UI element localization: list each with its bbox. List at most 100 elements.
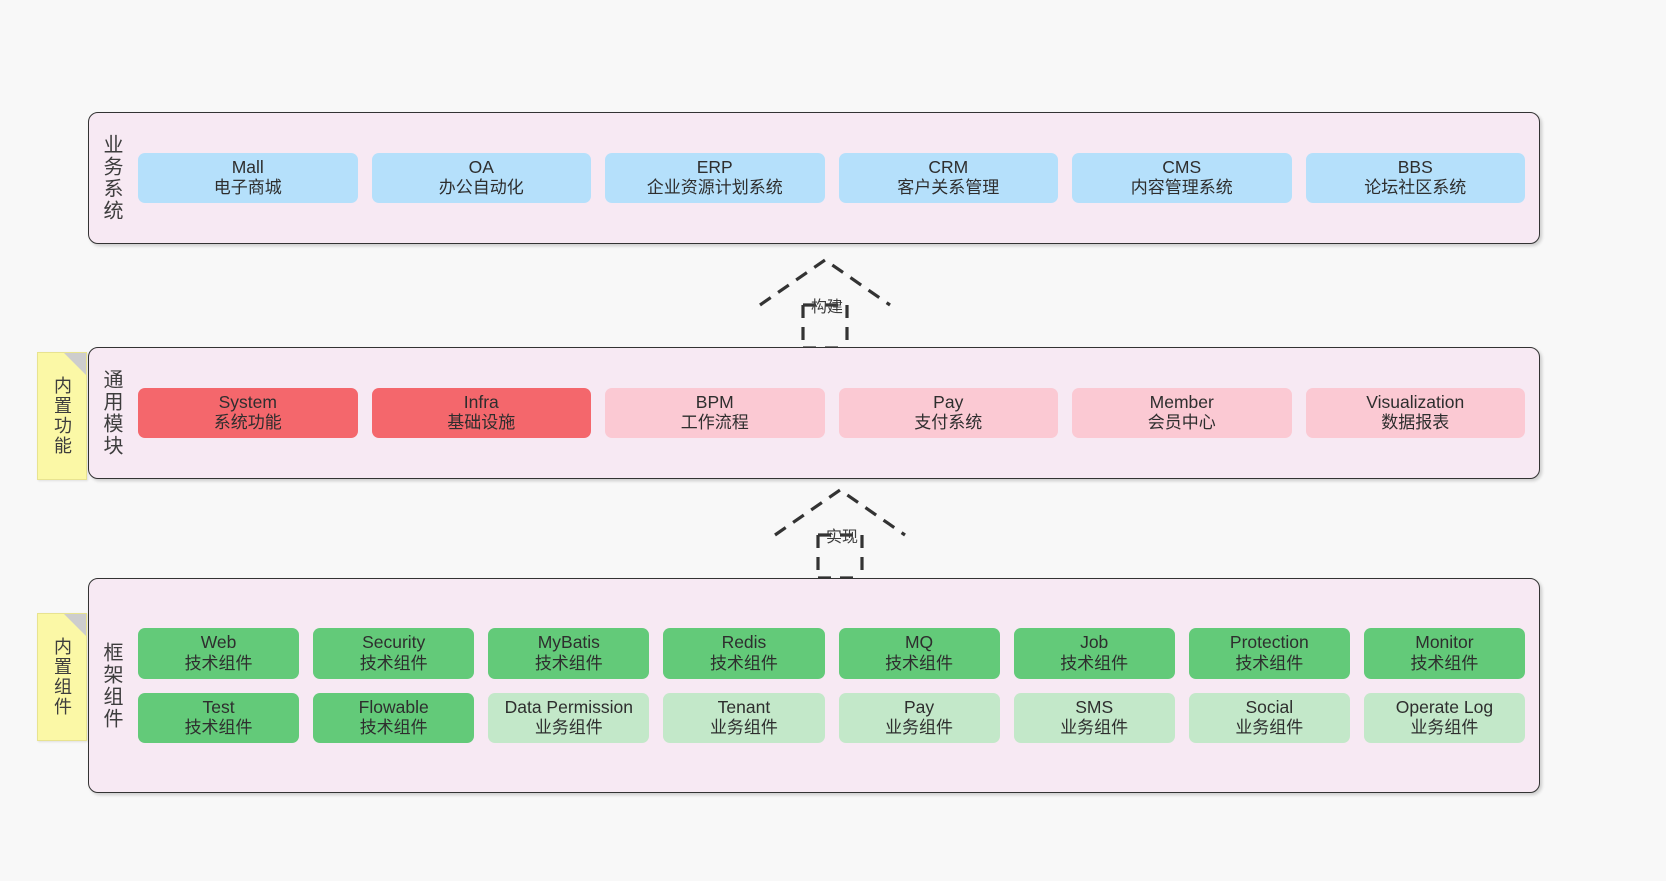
folded-corner-icon: [64, 614, 86, 636]
card-title-cn: 技术组件: [885, 653, 954, 673]
generalization-arrow-icon: [759, 258, 891, 350]
card-oa[interactable]: OA 办公自动化: [371, 152, 591, 204]
card-title-en: Tenant: [717, 696, 771, 717]
card-title-cn: 内容管理系统: [1130, 178, 1233, 198]
card-title-cn: 技术组件: [1060, 653, 1129, 673]
note-text: 内置功能: [52, 376, 72, 456]
card-title-cn: 技术组件: [184, 653, 253, 673]
card-test[interactable]: Test 技术组件: [138, 692, 300, 743]
card-job[interactable]: Job 技术组件: [1013, 628, 1175, 679]
card-system[interactable]: System 系统功能: [138, 387, 358, 439]
card-title-en: OA: [468, 156, 494, 177]
card-title-en: System: [218, 391, 277, 412]
card-title-cn: 支付系统: [914, 413, 983, 433]
card-title-en: Social: [1245, 696, 1294, 717]
card-pay-component[interactable]: Pay 业务组件: [838, 692, 1000, 743]
card-title-cn: 技术组件: [709, 653, 778, 673]
card-title-en: Protection: [1229, 632, 1309, 653]
card-crm[interactable]: CRM 客户关系管理: [838, 152, 1058, 204]
note-built-in-components[interactable]: 内置组件: [37, 613, 87, 741]
layer-common-modules[interactable]: 通用模块 System 系统功能 Infra 基础设施 BPM 工作流程 Pay…: [88, 347, 1540, 479]
card-pay-module[interactable]: Pay 支付系统: [838, 387, 1058, 439]
card-title-en: Pay: [933, 391, 964, 412]
card-title-en: Data Permission: [504, 696, 633, 717]
card-title-cn: 业务组件: [1235, 717, 1304, 737]
card-title-en: CRM: [928, 156, 969, 177]
card-tenant[interactable]: Tenant 业务组件: [663, 692, 825, 743]
card-infra[interactable]: Infra 基础设施: [371, 387, 591, 439]
card-operate-log[interactable]: Operate Log 业务组件: [1363, 692, 1525, 743]
card-title-cn: 数据报表: [1381, 413, 1450, 433]
card-title-cn: 技术组件: [184, 717, 253, 737]
card-title-cn: 技术组件: [1410, 653, 1479, 673]
layer-title-framework: 框架组件: [100, 641, 122, 730]
card-redis[interactable]: Redis 技术组件: [663, 628, 825, 679]
card-title-cn: 业务组件: [885, 717, 954, 737]
card-title-en: Web: [200, 632, 237, 653]
card-row: Test 技术组件 Flowable 技术组件 Data Permission …: [138, 692, 1525, 743]
card-title-en: Visualization: [1366, 391, 1465, 412]
card-title-cn: 基础设施: [447, 413, 516, 433]
layer-body-business: Mall 电子商城 OA 办公自动化 ERP 企业资源计划系统 CRM 客户关系…: [132, 113, 1539, 243]
card-title-cn: 工作流程: [680, 413, 749, 433]
card-title-en: Mall: [231, 156, 264, 177]
note-built-in-functions[interactable]: 内置功能: [37, 352, 87, 480]
card-title-en: Job: [1080, 632, 1109, 653]
layer-body-common: System 系统功能 Infra 基础设施 BPM 工作流程 Pay 支付系统…: [132, 348, 1539, 478]
card-erp[interactable]: ERP 企业资源计划系统: [605, 152, 825, 204]
card-title-cn: 业务组件: [534, 717, 603, 737]
card-mybatis[interactable]: MyBatis 技术组件: [488, 628, 650, 679]
layer-body-framework: Web 技术组件 Security 技术组件 MyBatis 技术组件 Redi…: [132, 579, 1539, 792]
card-cms[interactable]: CMS 内容管理系统: [1072, 152, 1292, 204]
card-social[interactable]: Social 业务组件: [1188, 692, 1350, 743]
card-title-cn: 会员中心: [1147, 413, 1216, 433]
card-title-cn: 电子商城: [213, 178, 282, 198]
layer-framework-components[interactable]: 框架组件 Web 技术组件 Security 技术组件 MyBatis 技术组件…: [88, 578, 1540, 793]
card-title-en: Security: [362, 632, 426, 653]
card-flowable[interactable]: Flowable 技术组件: [313, 692, 475, 743]
card-title-cn: 办公自动化: [438, 178, 524, 198]
card-data-permission[interactable]: Data Permission 业务组件: [488, 692, 650, 743]
card-monitor[interactable]: Monitor 技术组件: [1363, 628, 1525, 679]
card-web[interactable]: Web 技术组件: [138, 628, 300, 679]
card-bbs[interactable]: BBS 论坛社区系统: [1305, 152, 1525, 204]
card-title-cn: 业务组件: [1410, 717, 1479, 737]
card-mall[interactable]: Mall 电子商城: [138, 152, 358, 204]
card-title-en: BPM: [695, 391, 734, 412]
card-security[interactable]: Security 技术组件: [313, 628, 475, 679]
arrow-implement: 实现: [760, 485, 940, 580]
card-title-en: Redis: [721, 632, 767, 653]
arrow-label-implement: 实现: [826, 529, 859, 546]
card-title-en: Flowable: [358, 696, 429, 717]
card-title-cn: 客户关系管理: [897, 178, 1000, 198]
card-visualization[interactable]: Visualization 数据报表: [1305, 387, 1525, 439]
card-mq[interactable]: MQ 技术组件: [838, 628, 1000, 679]
layer-title-common: 通用模块: [100, 369, 122, 457]
card-protection[interactable]: Protection 技术组件: [1188, 628, 1350, 679]
card-title-en: ERP: [696, 156, 733, 177]
arrow-label-build: 构建: [811, 299, 844, 316]
card-sms[interactable]: SMS 业务组件: [1013, 692, 1175, 743]
card-title-en: Operate Log: [1395, 696, 1494, 717]
card-title-cn: 业务组件: [1060, 717, 1129, 737]
layer-title-business: 业务系统: [100, 134, 122, 222]
card-title-cn: 技术组件: [1235, 653, 1304, 673]
card-title-en: SMS: [1075, 696, 1114, 717]
card-title-cn: 系统功能: [213, 413, 282, 433]
note-text: 内置组件: [52, 637, 72, 717]
card-title-en: Monitor: [1415, 632, 1474, 653]
card-title-en: Infra: [463, 391, 499, 412]
folded-corner-icon: [64, 353, 86, 375]
card-title-cn: 企业资源计划系统: [646, 178, 783, 198]
card-title-en: Member: [1149, 391, 1214, 412]
layer-business-systems[interactable]: 业务系统 Mall 电子商城 OA 办公自动化 ERP 企业资源计划系统 CRM…: [88, 112, 1540, 244]
card-title-en: CMS: [1162, 156, 1202, 177]
card-title-en: BBS: [1397, 156, 1433, 177]
card-title-en: MyBatis: [537, 632, 600, 653]
card-bpm[interactable]: BPM 工作流程: [605, 387, 825, 439]
card-title-cn: 论坛社区系统: [1364, 178, 1467, 198]
card-title-en: Pay: [903, 696, 935, 717]
card-member[interactable]: Member 会员中心: [1072, 387, 1292, 439]
generalization-arrow-icon: [774, 488, 906, 580]
